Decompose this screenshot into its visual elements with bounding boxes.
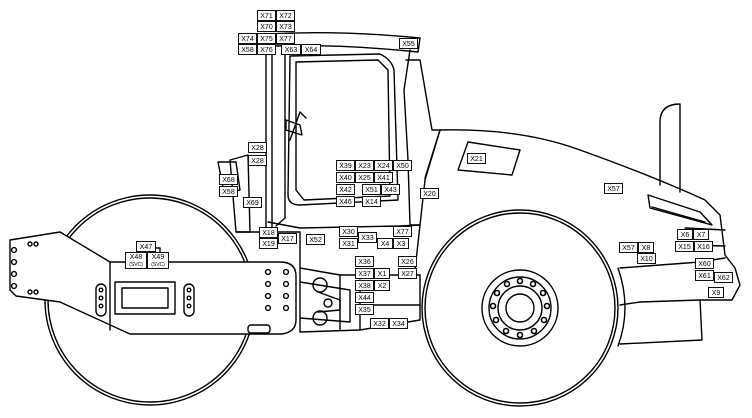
connector-x57-a: X57 [604, 183, 623, 194]
connector-x52: X52 [306, 234, 325, 245]
connector-x21: X21 [467, 153, 486, 164]
connector-x48: X48 (SVC) [125, 252, 147, 269]
connector-x17: X17 [278, 233, 297, 244]
engine-hood [415, 104, 740, 344]
connector-x61: X61 [695, 270, 714, 281]
connector-x40: X40 [336, 172, 355, 183]
connector-x43: X43 [381, 184, 400, 195]
connector-x34: X34 [389, 318, 408, 329]
connector-x70: X70 [257, 21, 276, 32]
connector-x25: X25 [355, 172, 374, 183]
connector-x75: X75 [257, 33, 276, 44]
connector-x33: X33 [358, 232, 377, 243]
connector-x49: X49 (SVC) [147, 252, 169, 269]
connector-x60: X60 [695, 258, 714, 269]
connector-x6: X6 [677, 229, 693, 240]
connector-x48-label: X48 [129, 254, 143, 261]
connector-x74: X74 [238, 33, 257, 44]
connector-x36: X36 [355, 256, 374, 267]
connector-x2: X2 [374, 280, 390, 291]
connector-x38: X38 [355, 280, 374, 291]
connector-x35: X35 [355, 304, 374, 315]
connector-x49-note: (SVC) [151, 262, 165, 268]
connector-x3: X3 [393, 238, 409, 249]
connector-x7: X7 [693, 229, 709, 240]
connector-x77: X77 [276, 33, 295, 44]
connector-x1: X1 [374, 268, 390, 279]
connector-x41: X41 [374, 172, 393, 183]
articulation-joint [300, 278, 350, 325]
connector-x8: X8 [638, 242, 654, 253]
connector-x51: X51 [362, 184, 381, 195]
connector-x28-a: X28 [248, 142, 267, 153]
connector-x58-b: X58 [219, 186, 238, 197]
connector-x15: X15 [675, 241, 694, 252]
drum-yoke [10, 232, 296, 334]
connector-x26: X26 [398, 256, 417, 267]
connector-x9: X9 [708, 287, 724, 298]
connector-x49-label: X49 [151, 254, 165, 261]
connector-x62: X62 [714, 272, 733, 283]
connector-x37: X37 [355, 268, 374, 279]
connector-x48-note: (SVC) [129, 262, 143, 268]
connector-x57-b: X57 [619, 242, 638, 253]
connector-x58: X58 [238, 44, 257, 55]
connector-x42: X42 [336, 184, 355, 195]
connector-x24: X24 [374, 160, 393, 171]
connector-x73: X73 [276, 21, 295, 32]
connector-x10: X10 [637, 253, 656, 264]
connector-x39: X39 [336, 160, 355, 171]
connector-x27: X27 [398, 268, 417, 279]
connector-x44: X44 [355, 292, 374, 303]
connector-x50: X50 [393, 160, 412, 171]
connector-x19: X19 [259, 238, 278, 249]
connector-x64: X64 [301, 44, 321, 55]
connector-x72: X72 [276, 10, 295, 21]
connector-x20: X20 [420, 188, 439, 199]
connector-x4: X4 [377, 238, 393, 249]
connector-x77-b: X77 [393, 226, 412, 237]
connector-x47: X47 [136, 241, 156, 252]
connector-x23: X23 [355, 160, 374, 171]
connector-x71: X71 [257, 10, 276, 21]
connector-x69: X69 [243, 197, 262, 208]
connector-x32: X32 [370, 318, 389, 329]
connector-x14: X14 [362, 196, 381, 207]
connector-x63: X63 [281, 44, 301, 55]
connector-x31: X31 [339, 238, 358, 249]
connector-x46: X46 [336, 196, 355, 207]
connector-x55: X55 [399, 38, 418, 49]
connector-x16: X16 [694, 241, 713, 252]
connector-x30: X30 [339, 226, 358, 237]
connector-x76: X76 [257, 44, 276, 55]
connector-x18: X18 [259, 227, 278, 238]
rear-tire [422, 210, 625, 406]
connector-x68: X68 [219, 174, 238, 185]
connector-x28-b: X28 [248, 155, 267, 166]
